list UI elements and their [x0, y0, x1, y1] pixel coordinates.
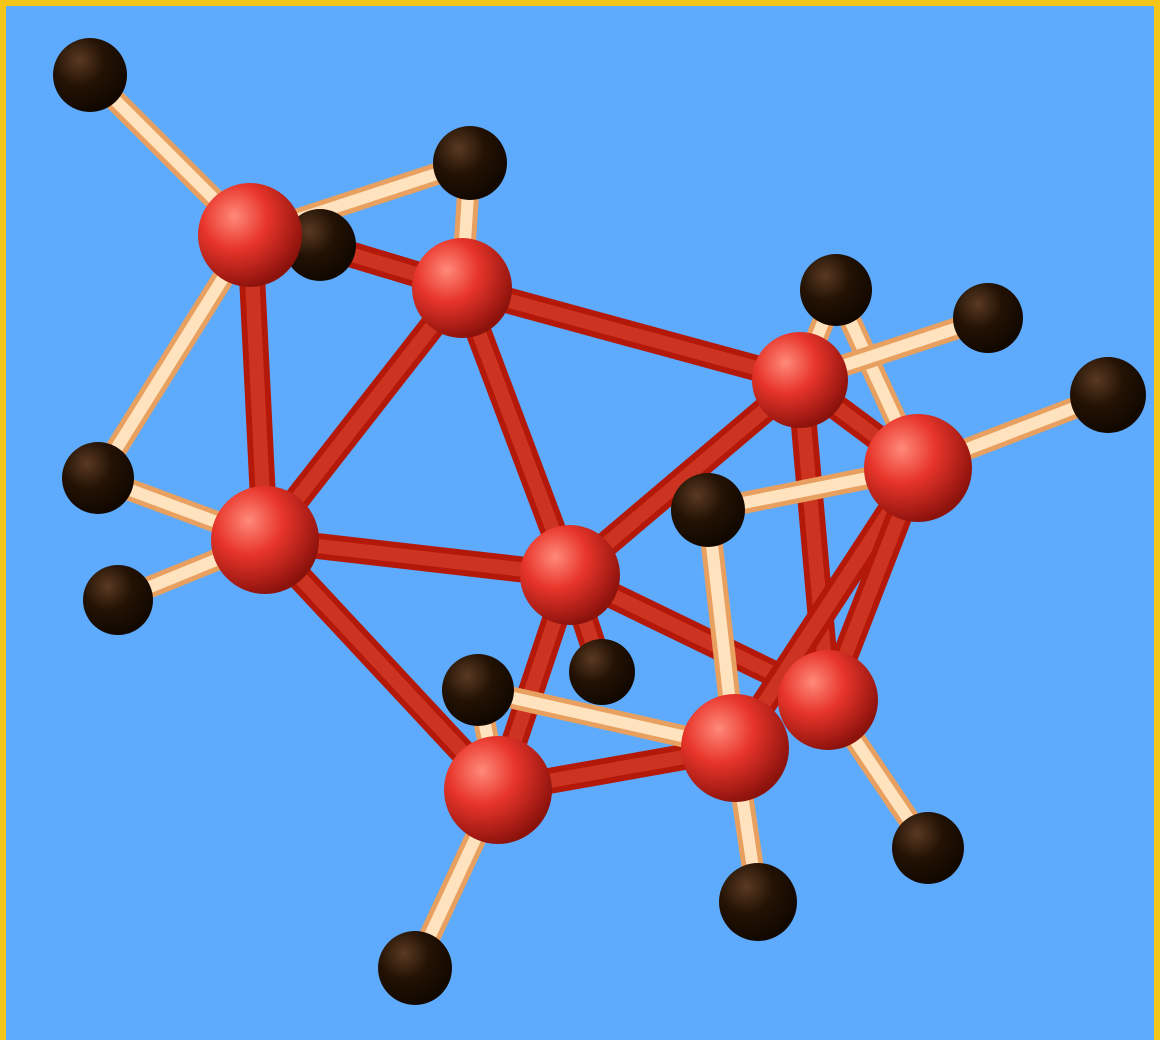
- light-atom-l9[interactable]: [671, 473, 745, 547]
- molecule-scene[interactable]: [6, 6, 1154, 1040]
- heavy-atom-h3[interactable]: [211, 486, 319, 594]
- light-atom-l8[interactable]: [1070, 357, 1146, 433]
- heavy-atom-h4[interactable]: [520, 525, 620, 625]
- heavy-atom-h7[interactable]: [778, 650, 878, 750]
- light-atom-l2[interactable]: [433, 126, 507, 200]
- heavy-atom-h8[interactable]: [681, 694, 789, 802]
- heavy-atom-h2[interactable]: [412, 238, 512, 338]
- heavy-atom-h9[interactable]: [444, 736, 552, 844]
- light-atom-l4[interactable]: [62, 442, 134, 514]
- bond-H4-H5: [561, 370, 809, 585]
- light-atom-l10[interactable]: [442, 654, 514, 726]
- heavy-atom-h6[interactable]: [864, 414, 972, 522]
- bond-H3-H9: [255, 531, 508, 799]
- atom-layer: [53, 38, 1146, 1005]
- heavy-atom-h5[interactable]: [752, 332, 848, 428]
- light-atom-l3[interactable]: [284, 209, 356, 281]
- bond-H2-H4: [449, 283, 583, 580]
- molecule-viewport[interactable]: [6, 6, 1154, 1040]
- bond-H2-H5: [458, 275, 804, 393]
- light-atom-l11[interactable]: [569, 639, 635, 705]
- bond-H5-H7: [787, 378, 841, 702]
- light-atom-l6[interactable]: [800, 254, 872, 326]
- light-atom-l12[interactable]: [892, 812, 964, 884]
- heavy-atom-h1[interactable]: [198, 183, 302, 287]
- light-atom-l7[interactable]: [953, 283, 1023, 353]
- light-atom-l5[interactable]: [83, 565, 153, 635]
- light-atom-l14[interactable]: [378, 931, 452, 1005]
- light-atom-l13[interactable]: [719, 863, 797, 941]
- light-atom-l1[interactable]: [53, 38, 127, 112]
